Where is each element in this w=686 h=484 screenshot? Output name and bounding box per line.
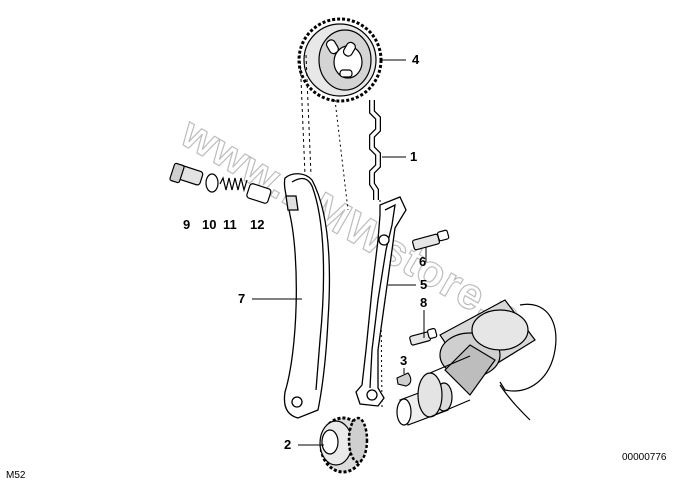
label-part-8: 8 bbox=[420, 295, 427, 310]
woodruff-key bbox=[396, 372, 412, 387]
label-part-9: 9 bbox=[183, 217, 190, 232]
bolt-8 bbox=[409, 327, 438, 346]
label-part-10: 10 bbox=[202, 217, 216, 232]
label-part-5: 5 bbox=[420, 277, 427, 292]
model-code: M52 bbox=[6, 470, 26, 481]
crankshaft-sprocket bbox=[319, 416, 369, 474]
label-part-6: 6 bbox=[419, 254, 426, 269]
label-part-2: 2 bbox=[284, 437, 291, 452]
label-part-4: 4 bbox=[412, 52, 420, 67]
label-part-3: 3 bbox=[400, 353, 407, 368]
label-part-12: 12 bbox=[250, 217, 264, 232]
guide-rail bbox=[355, 196, 407, 407]
label-part-11: 11 bbox=[223, 217, 237, 232]
image-number: 00000776 bbox=[622, 452, 667, 463]
crankshaft bbox=[396, 299, 557, 426]
camshaft-sprocket bbox=[297, 17, 383, 103]
bolt-6 bbox=[411, 229, 450, 251]
leader-lines bbox=[252, 59, 427, 446]
tensioner-piston-assembly bbox=[169, 162, 272, 204]
label-part-7: 7 bbox=[238, 291, 245, 306]
label-part-1: 1 bbox=[410, 149, 417, 164]
tensioner-rail bbox=[283, 173, 331, 419]
